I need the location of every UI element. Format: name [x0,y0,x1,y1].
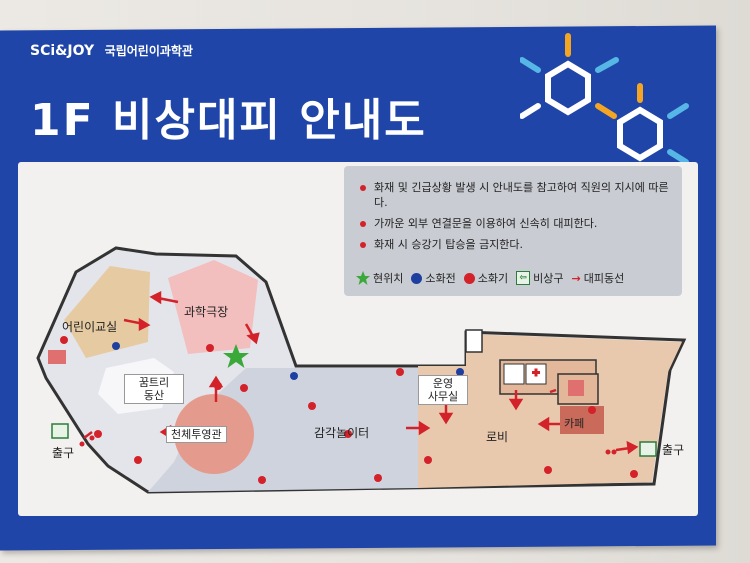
elevator-restroom-icon [465,329,483,353]
arrow-right-icon: → [571,271,581,285]
classroom-area [64,266,150,358]
room-dream-tree: 꿈트리 동산 [124,374,184,404]
room-office: 운영 사무실 [418,375,468,405]
exit-icon: ⇦ [516,271,531,285]
legend-extinguisher-label: 소화기 [477,272,509,285]
legend-current-label: 현위치 [373,272,404,285]
rule-item: 화재 시 승강기 탑승을 금지한다. [360,237,670,252]
restroom-left-icon [48,350,66,364]
rule-text: 가까운 외부 연결문을 이용하여 신속히 대피한다. [374,217,598,230]
exit-left-label: 출구 [52,446,75,460]
exit-right-icon [639,441,657,457]
cafe-block [560,406,604,434]
page-title: 1F 비상대피 안내도 [30,95,427,146]
legend-hydrant-label: 소화전 [425,272,456,285]
room-lobby: 로비 [486,430,509,444]
exit-right-label: 출구 [662,443,685,457]
legend-exit-label: 비상구 [533,272,564,285]
legend-box: 화재 및 긴급상황 발생 시 안내도를 참고하여 직원의 지시에 따른다. 가까… [344,166,682,296]
theater-area [168,260,258,354]
lobby-area [418,334,682,488]
extinguisher-icon [463,272,475,284]
room-theater: 과학극장 [184,305,229,319]
legend-exit: ⇦ 비상구 [516,270,564,286]
room-classroom: 어린이교실 [62,320,118,334]
rule-text: 화재 및 긴급상황 발생 시 안내도를 참고하여 직원의 지시에 따른다. [374,181,669,209]
current-location-star-icon [223,344,249,368]
legend-keys: 현위치 소화전 소화기 ⇦ 비상구 → 대피동선 [356,270,624,286]
star-icon [356,271,370,285]
room-sensory: 감각놀이터 [314,426,370,440]
hydrant-markers [112,342,464,380]
rule-item: 화재 및 긴급상황 발생 시 안내도를 참고하여 직원의 지시에 따른다. [360,180,670,210]
brand-logo: SCi&JOY [30,43,95,59]
restroom-icon [503,363,525,385]
legend-route: → 대피동선 [572,270,625,286]
hexagon-decoration-icon [520,33,689,165]
rule-text: 화재 시 승강기 탑승을 금지한다. [374,238,524,251]
org-name: 국립어린이과학관 [104,44,193,58]
exit-left-icon [51,423,69,439]
room-planetarium: 천체투영관 [166,426,227,443]
room-cafe: 카페 [564,417,585,430]
legend-current: 현위치 [356,270,403,286]
rule-item: 가까운 외부 연결문을 이용하여 신속히 대피한다. [360,216,670,231]
hydrant-icon [411,272,423,284]
legend-extinguisher: 소화기 [463,270,509,286]
logo: SCi&JOY 국립어린이과학관 [30,42,193,59]
legend-hydrant: 소화전 [411,270,456,286]
legend-route-label: 대피동선 [583,272,625,285]
restroom-right-icon [568,380,584,396]
